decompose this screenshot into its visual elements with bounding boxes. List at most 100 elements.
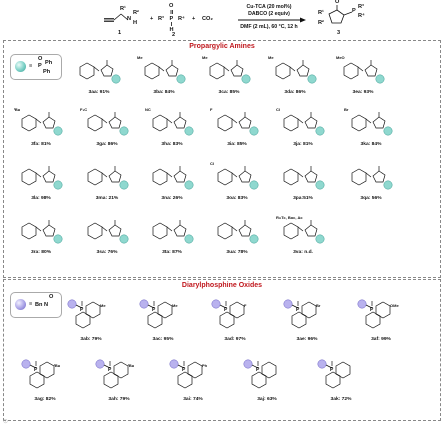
substituent-label: NC <box>145 107 151 112</box>
amine-structure <box>343 60 385 84</box>
svg-text:P: P <box>256 367 260 373</box>
product-r1: R¹ <box>318 10 324 16</box>
compound-yield-label: 3ai: 74% <box>183 397 203 402</box>
compound-yield-label: 3na: 26% <box>161 196 183 201</box>
base-text: DABCO (2 equiv) <box>248 11 290 17</box>
svg-text:P: P <box>296 307 300 313</box>
substituent-label: F <box>210 107 213 112</box>
compound-yield-label: 3ua: 78% <box>226 250 248 255</box>
oxide-structure: P <box>67 299 101 329</box>
reaction-scheme: R¹ N R² H 1 + O R³ P R⁴ H 2 + CO₂ Cu-TCA… <box>0 0 443 40</box>
compound-yield-label: 3ae: 96% <box>296 337 318 342</box>
compound-yield-label: 3aj: 63% <box>257 397 277 402</box>
amine-entry: 3ra: 80% <box>12 213 70 259</box>
substituent-label: Cl <box>276 107 280 112</box>
compound-yield-label: 3ak: 72% <box>330 397 352 402</box>
amine-structure <box>275 60 317 84</box>
product-r4: R⁴ <box>358 13 365 19</box>
oxide-entry: P 3ak: 72% <box>312 352 370 408</box>
amine-structure <box>283 166 325 190</box>
amine-structure <box>351 166 393 190</box>
legend-p: P <box>38 63 42 69</box>
substituent-label: Cl <box>210 161 214 166</box>
svg-text:P: P <box>80 307 84 313</box>
compound-yield-label: 3ab: 79% <box>80 337 102 342</box>
h-label: H <box>133 20 138 26</box>
compound-yield-label: 3va: n.d. <box>293 250 313 255</box>
oxide-structure: P <box>357 299 391 329</box>
compound-yield-label: 3ma: 21% <box>95 196 119 201</box>
conditions-text: DMF (2 mL), 60 °C, 12 h <box>240 24 298 30</box>
oxide-structure: P <box>283 299 317 329</box>
amine-structure <box>283 112 325 136</box>
oxide-structure: P <box>211 299 245 329</box>
amine-structure <box>144 60 186 84</box>
amine-structure <box>21 112 63 136</box>
amine-entry: 3sa: 76% <box>78 213 136 259</box>
oxide-structure: P <box>95 359 129 389</box>
teal-ball-icon <box>15 61 26 72</box>
amine-structure <box>152 112 194 136</box>
compound-yield-label: 3ah: 79% <box>108 397 130 402</box>
amine-structure <box>79 60 121 84</box>
amine-structure <box>217 166 259 190</box>
legend2-n: N <box>44 302 49 308</box>
svg-text:P: P <box>152 307 156 313</box>
amine-entry: 3ta: 87% <box>143 213 201 259</box>
oxide-entry: P 3aj: 63% <box>238 352 296 408</box>
compound-yield-label: 3ad: 97% <box>224 337 246 342</box>
compound-yield-label: 3ra: 80% <box>30 250 52 255</box>
reagent2-number: 2 <box>172 32 176 38</box>
svg-text:P: P <box>108 367 112 373</box>
substituent-label: R=Tc, Boc, Ac <box>276 215 303 220</box>
legend2-bn: Bn <box>35 302 43 308</box>
o-label: O <box>169 3 174 9</box>
compound-yield-label: 3fa: 81% <box>31 142 51 147</box>
substituent-label: ᵗBu <box>54 363 61 368</box>
legend-equiv: ≡ <box>29 63 33 69</box>
substituent-label: Me <box>202 55 208 60</box>
oxide-legend: ≡ Bn N O <box>10 292 62 318</box>
r1-label: R¹ <box>120 6 126 12</box>
amine-entry: 3ma: 21% <box>78 159 136 205</box>
plus-sign-1: + <box>150 16 154 22</box>
product-number: 3 <box>337 30 341 36</box>
product-r2: R² <box>318 20 324 26</box>
amine-structure <box>152 220 194 244</box>
amine-entry: 3ua: 78% <box>208 213 266 259</box>
oxide-structure: P <box>243 359 277 389</box>
amine-structure <box>87 220 129 244</box>
svg-text:P: P <box>224 307 228 313</box>
amine-entry: R=Tc, Boc, Ac 3va: n.d. <box>274 213 332 259</box>
h-label-2: H <box>169 27 174 33</box>
amine-structure <box>87 166 129 190</box>
compound-yield-label: 3ea: 93% <box>352 90 374 95</box>
watermark: ⊙ <box>3 419 9 425</box>
substituent-label: Me <box>137 55 143 60</box>
propargylic-amines-panel: Propargylic Amines ≡ P O Ph Ph 3aa: 91%M… <box>3 40 441 278</box>
purple-ball-icon <box>15 299 26 310</box>
substituent-label: F₃C <box>80 107 88 112</box>
product-r3: R³ <box>358 4 364 10</box>
amine-structure <box>283 220 325 244</box>
p-label: P <box>169 16 174 22</box>
svg-text:P: P <box>330 367 334 373</box>
substituent-label: Br <box>344 107 349 112</box>
substituent-label: ᵗBu <box>128 363 135 368</box>
compound-yield-label: 3da: 86% <box>284 90 306 95</box>
product-o: O <box>335 0 340 5</box>
amine-structure <box>21 220 63 244</box>
compound-yield-label: 3sa: 76% <box>96 250 118 255</box>
